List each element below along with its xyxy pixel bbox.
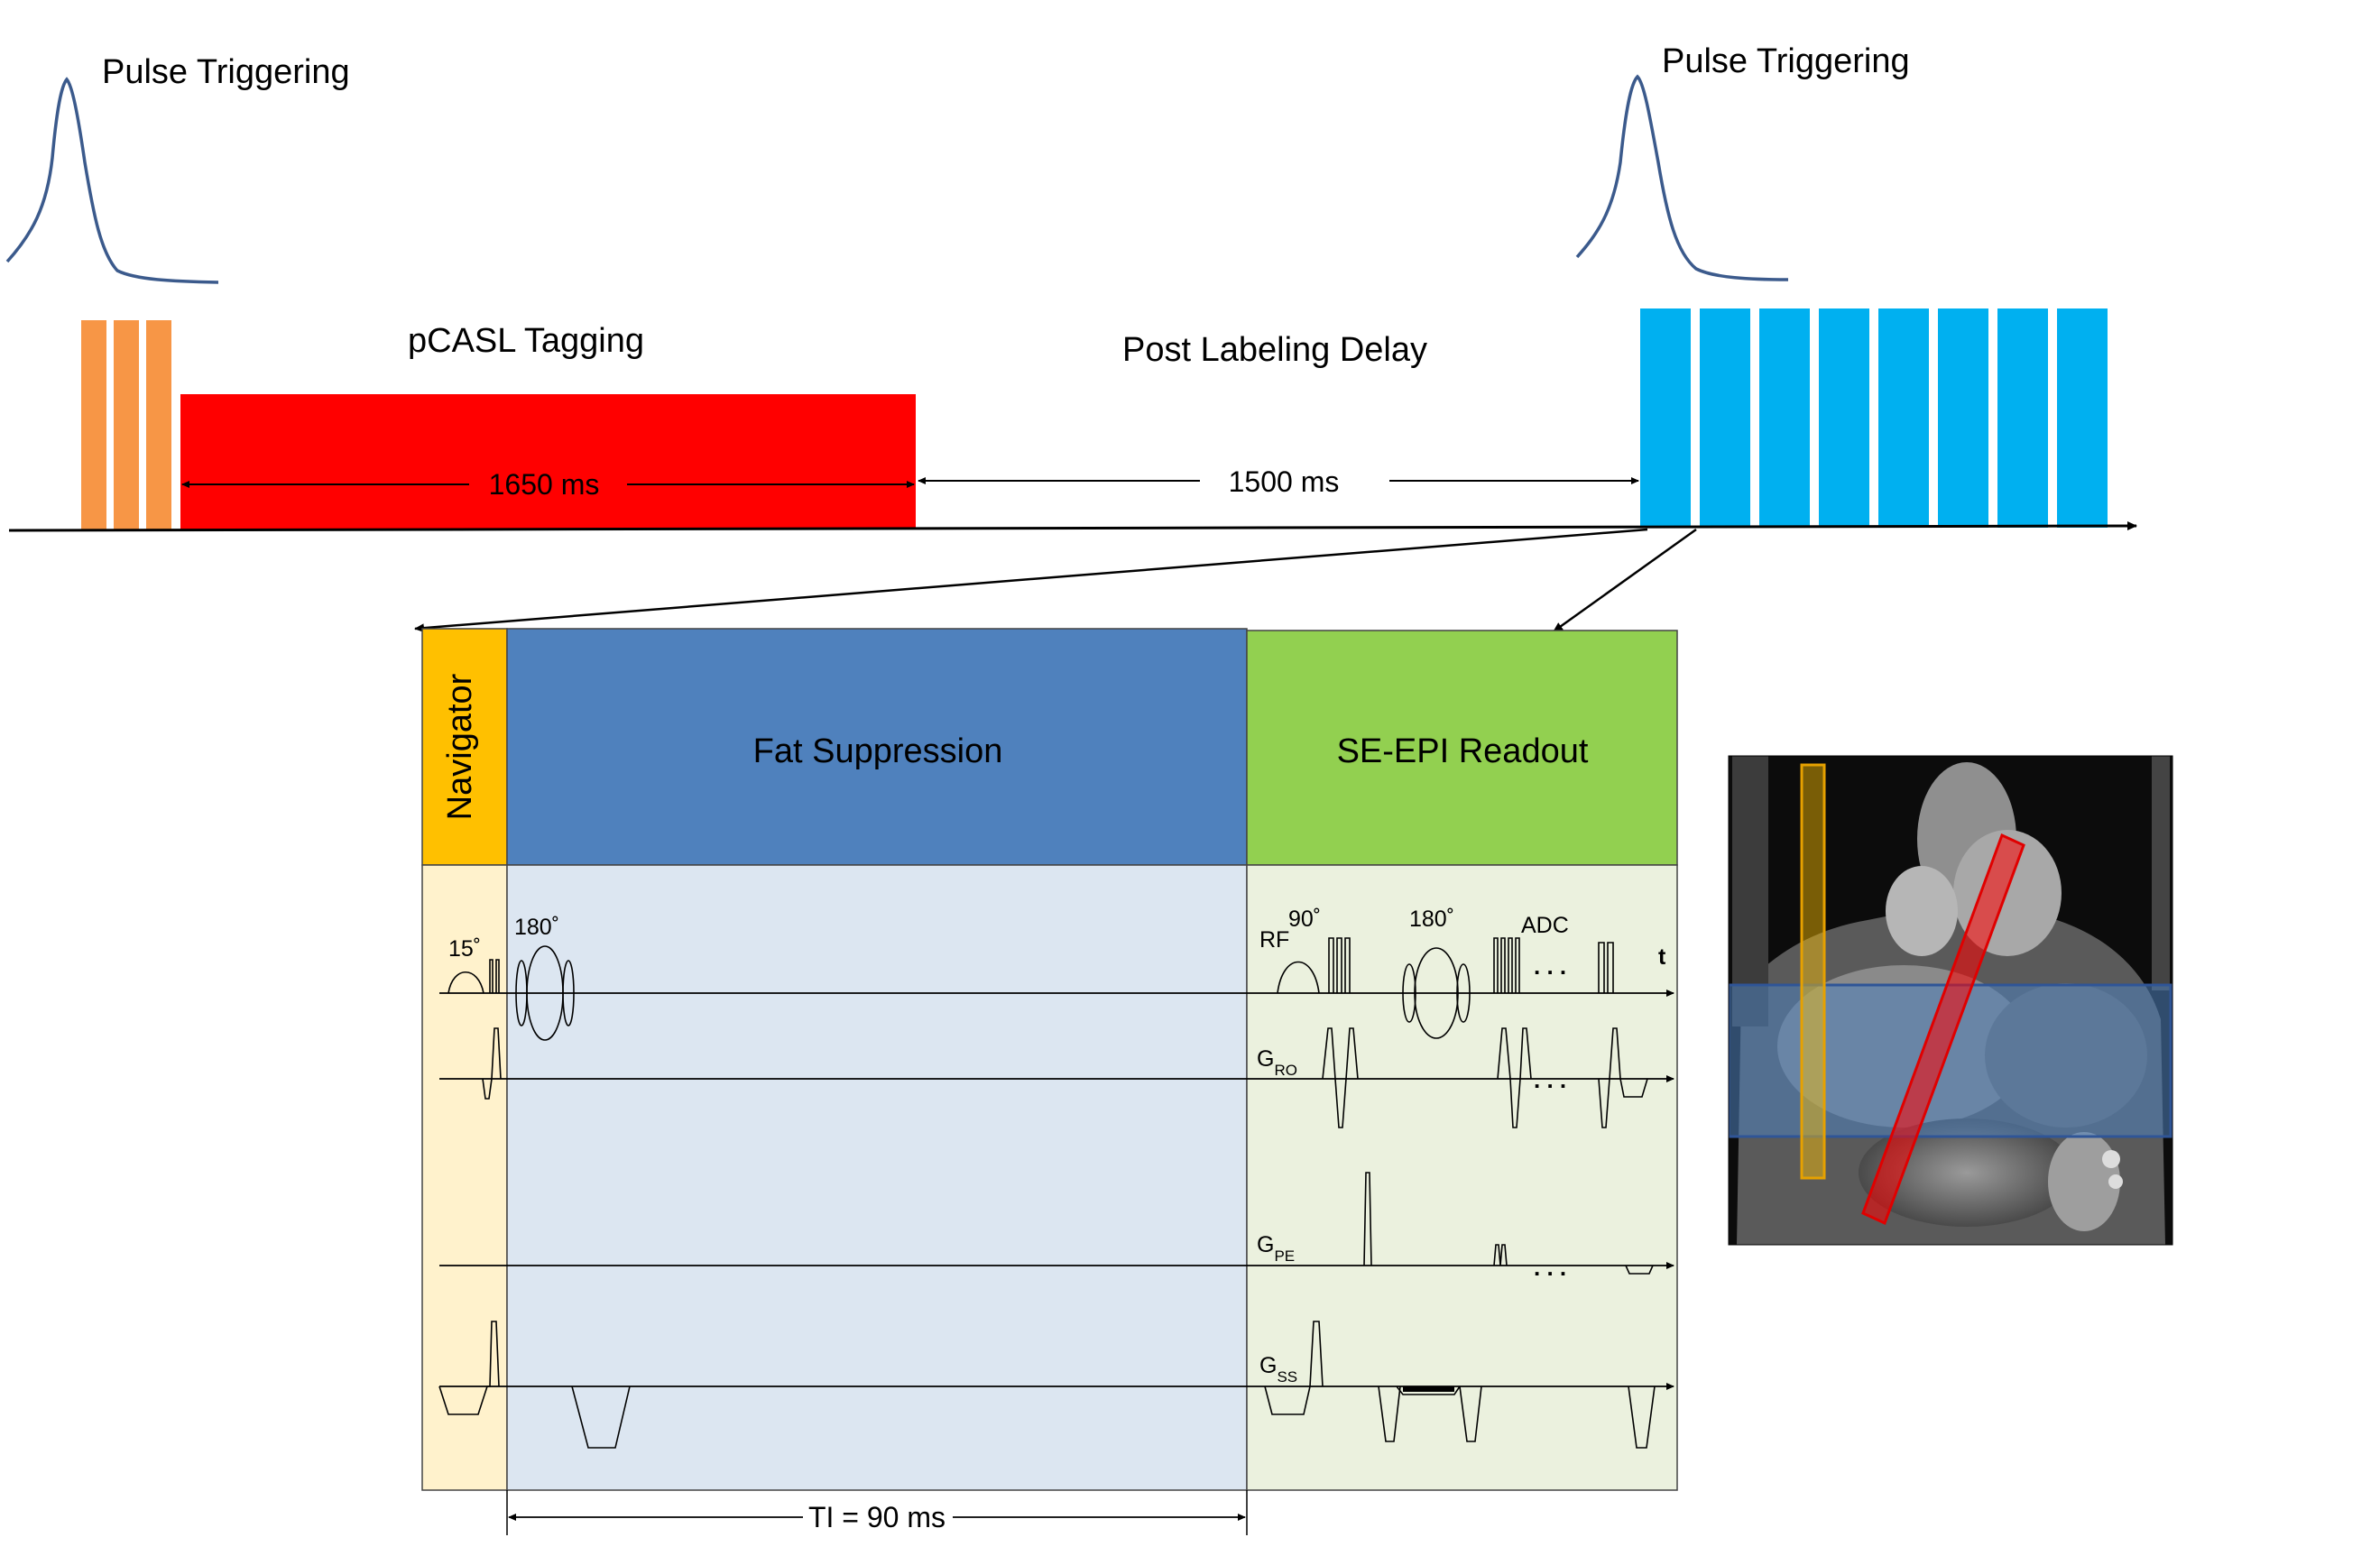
gpe-ellipsis: . . .	[1534, 1254, 1566, 1281]
delay-duration-label: 1500 ms	[1229, 465, 1340, 498]
readout-shot	[1640, 308, 1691, 528]
zoom-arrow-left	[414, 528, 1648, 633]
pcasl-tagging-label: pCASL Tagging	[408, 322, 644, 360]
time-axis-label: t	[1658, 944, 1666, 970]
adc-label: ADC	[1521, 913, 1569, 938]
readout-shot	[2057, 308, 2108, 528]
readout-label: SE-EPI Readout	[1337, 732, 1589, 770]
fs-180-sidelobe	[515, 960, 528, 1026]
pulse-triggering-label-left: Pulse Triggering	[102, 53, 350, 91]
ro-flip-90-label: 90˚	[1288, 907, 1321, 932]
ro-rf-180-sidelobe	[1456, 963, 1471, 1023]
ro-gro-last	[1598, 1027, 1648, 1128]
fat-suppression-label: Fat Suppression	[753, 732, 1003, 770]
readout-shot	[1700, 308, 1750, 528]
fat-suppression-header	[506, 628, 1248, 866]
fs-gss-crusher	[571, 1385, 631, 1449]
sequence-waveforms	[438, 937, 1656, 1449]
readout-header	[1246, 630, 1678, 866]
readout-shots	[1640, 308, 2108, 528]
nav-gro-lobe	[482, 1027, 502, 1100]
presat-pulse	[114, 320, 139, 529]
ro-flip-180-label: 180˚	[1409, 907, 1454, 932]
mri-image	[1728, 755, 2173, 1246]
readout-shot	[1759, 308, 1810, 528]
fs-flip-label: 180˚	[514, 915, 559, 940]
navigator-bar	[1800, 763, 1826, 1180]
pulse-triggering-label-right: Pulse Triggering	[1662, 42, 1910, 80]
navigator-header	[421, 628, 508, 866]
pcasl-tagging-block	[180, 394, 916, 529]
ro-gpe-last	[1625, 1265, 1654, 1275]
ro-gss-crusher-1	[1378, 1385, 1401, 1442]
ti-label: TI = 90 ms	[808, 1501, 946, 1533]
adc-echo-last	[1598, 942, 1614, 993]
ro-gss-crusher-2	[1459, 1385, 1482, 1442]
tagging-duration-label: 1650 ms	[489, 468, 600, 501]
nav-rf-echo	[489, 959, 500, 993]
adc-echoes	[1493, 937, 1520, 993]
ro-gro-lobes	[1322, 1027, 1359, 1128]
ro-gss-refocus	[1396, 1385, 1461, 1395]
labeling-plane	[1861, 833, 2025, 1226]
presat-pulse	[81, 320, 106, 529]
gpe-label: GPE	[1257, 1232, 1295, 1265]
nav-flip-label: 15˚	[448, 936, 481, 962]
ro-rf-90	[1277, 961, 1320, 994]
ro-gss-slice	[1264, 1321, 1324, 1415]
rf-label: RF	[1259, 927, 1289, 953]
readout-shot	[1938, 308, 1988, 528]
sequence-lines	[439, 990, 1674, 1390]
rf-ellipsis: . . .	[1534, 953, 1566, 980]
readout-shot	[1819, 308, 1869, 528]
post-labeling-delay-label: Post Labeling Delay	[1122, 331, 1427, 369]
nav-gss-lobe	[438, 1321, 500, 1415]
timeline-axis	[8, 521, 2137, 532]
nav-rf-pulse	[447, 971, 484, 994]
gss-label: GSS	[1259, 1353, 1297, 1385]
ecg-waveform-right	[1575, 74, 1789, 281]
ro-rf-180-sidelobe	[1402, 963, 1416, 1023]
readout-shot	[1878, 308, 1929, 528]
ro-rf-echoes	[1328, 937, 1351, 993]
readout-shot	[1997, 308, 2048, 528]
ro-gro-lobes-2	[1497, 1027, 1532, 1128]
ro-gpe-blips	[1493, 1244, 1508, 1266]
fat-suppression-panel	[506, 864, 1248, 1491]
gro-label: GRO	[1257, 1046, 1297, 1079]
ro-gpe-blip	[1363, 1172, 1372, 1266]
fs-180-sidelobe	[562, 960, 575, 1026]
ro-rf-180	[1414, 947, 1459, 1039]
gro-ellipsis: . . .	[1534, 1066, 1566, 1093]
zoom-arrow-right	[1553, 528, 1697, 633]
ecg-waveform-left	[5, 77, 219, 284]
navigator-label: Navigator	[441, 673, 479, 820]
ro-gss-refocus-fill	[1403, 1386, 1454, 1392]
ro-gss-crusher-3	[1628, 1385, 1656, 1449]
presat-pulse	[146, 320, 171, 529]
